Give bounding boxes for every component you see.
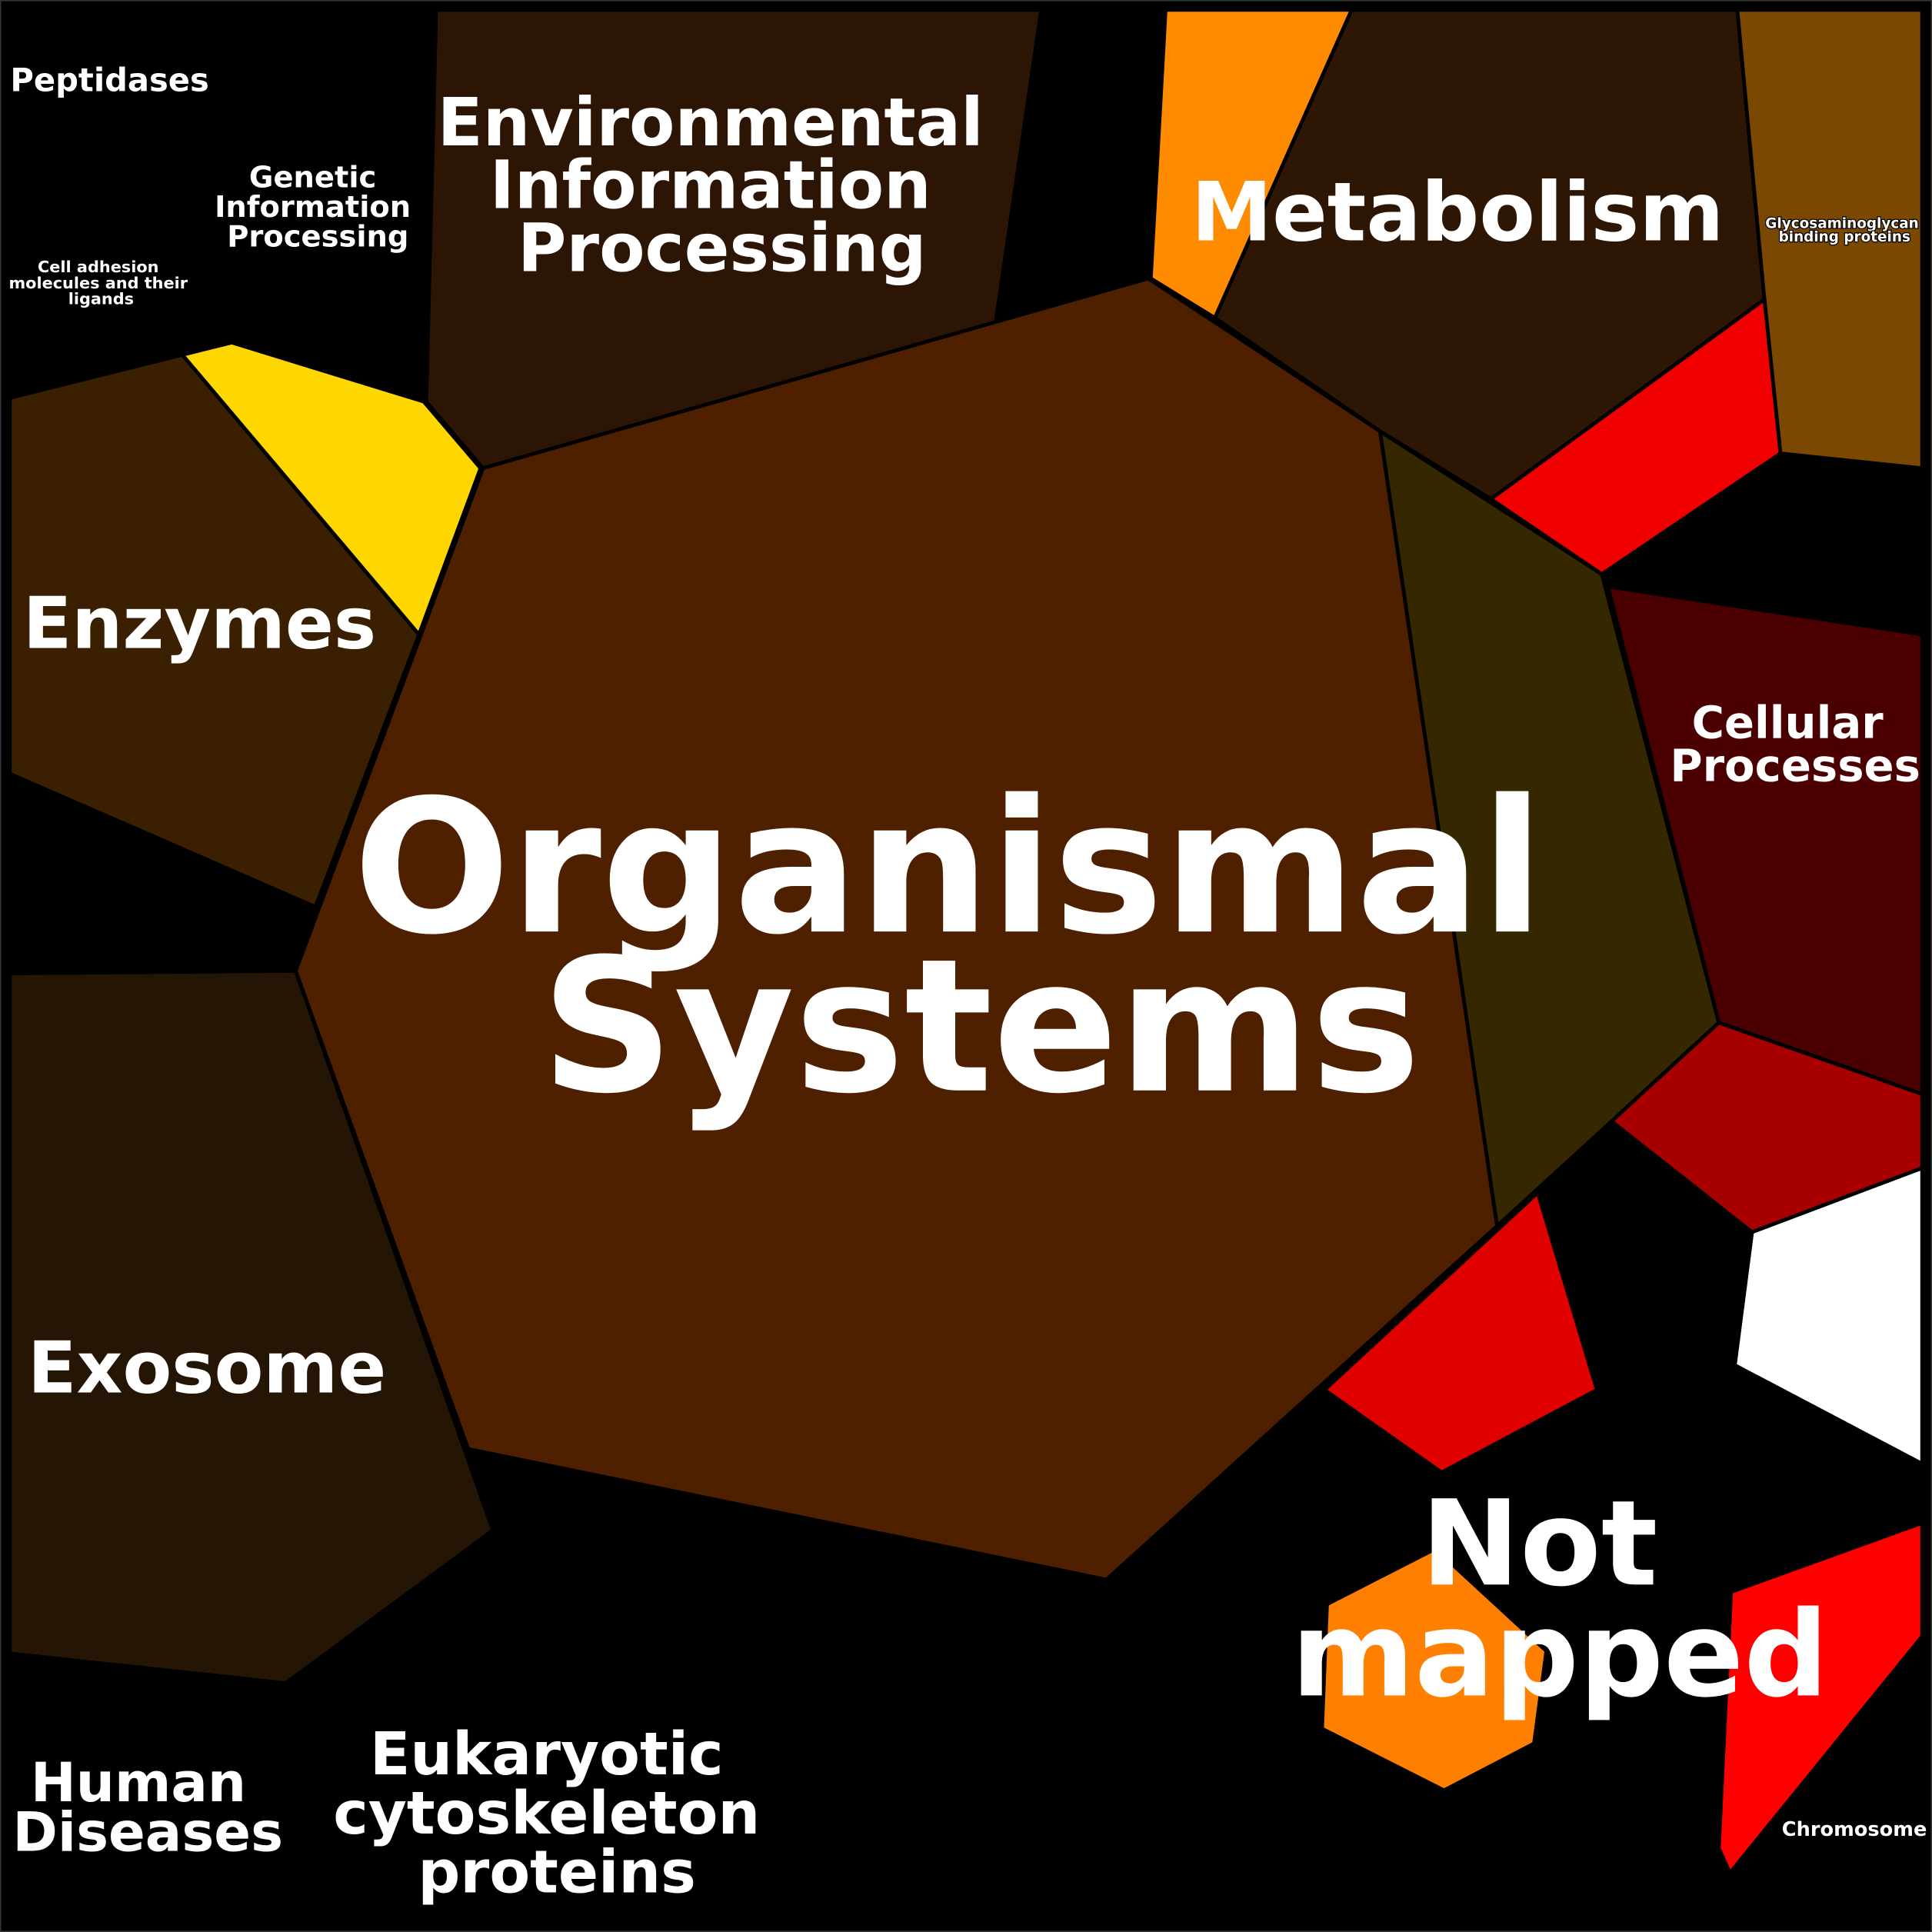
cell-red-mid[interactable] <box>1321 1189 1600 1475</box>
label-environmental: Environmental Information Processing <box>438 85 1007 287</box>
label-chromosome: Chromosome <box>1782 1818 1927 1841</box>
labels: Peptidases Genetic Information Processin… <box>8 62 1927 1907</box>
label-cytoskeleton: Eukaryotic cytoskeleton proteins <box>333 1720 781 1907</box>
label-exosome: Exosome <box>28 1326 386 1409</box>
cell-chromosome[interactable] <box>1717 1520 1924 1877</box>
cell-white[interactable] <box>1733 1165 1924 1467</box>
label-not-mapped: Not mapped <box>1291 1475 1829 1724</box>
cell-exosome[interactable] <box>8 968 495 1685</box>
label-cellular: Cellular Processes <box>1670 697 1920 792</box>
cell-orange-hex[interactable] <box>1320 1546 1549 1793</box>
cell-glycosaminoglycan[interactable] <box>1735 8 1924 471</box>
label-cell-adhesion: Cell adhesion molecules and their ligand… <box>8 258 193 308</box>
label-organismal: Organismal Systems <box>353 760 1608 1134</box>
label-metabolism: Metabolism <box>1191 165 1724 259</box>
label-enzymes: Enzymes <box>23 582 376 665</box>
label-genetic: Genetic Information Processing <box>215 161 421 255</box>
label-human-diseases: Human Diseases <box>12 1751 283 1864</box>
cell-enzymes[interactable] <box>8 352 421 910</box>
label-peptidases: Peptidases <box>10 62 208 99</box>
label-glycosaminoglycan: Glycosaminoglycan binding proteins <box>1765 215 1924 245</box>
